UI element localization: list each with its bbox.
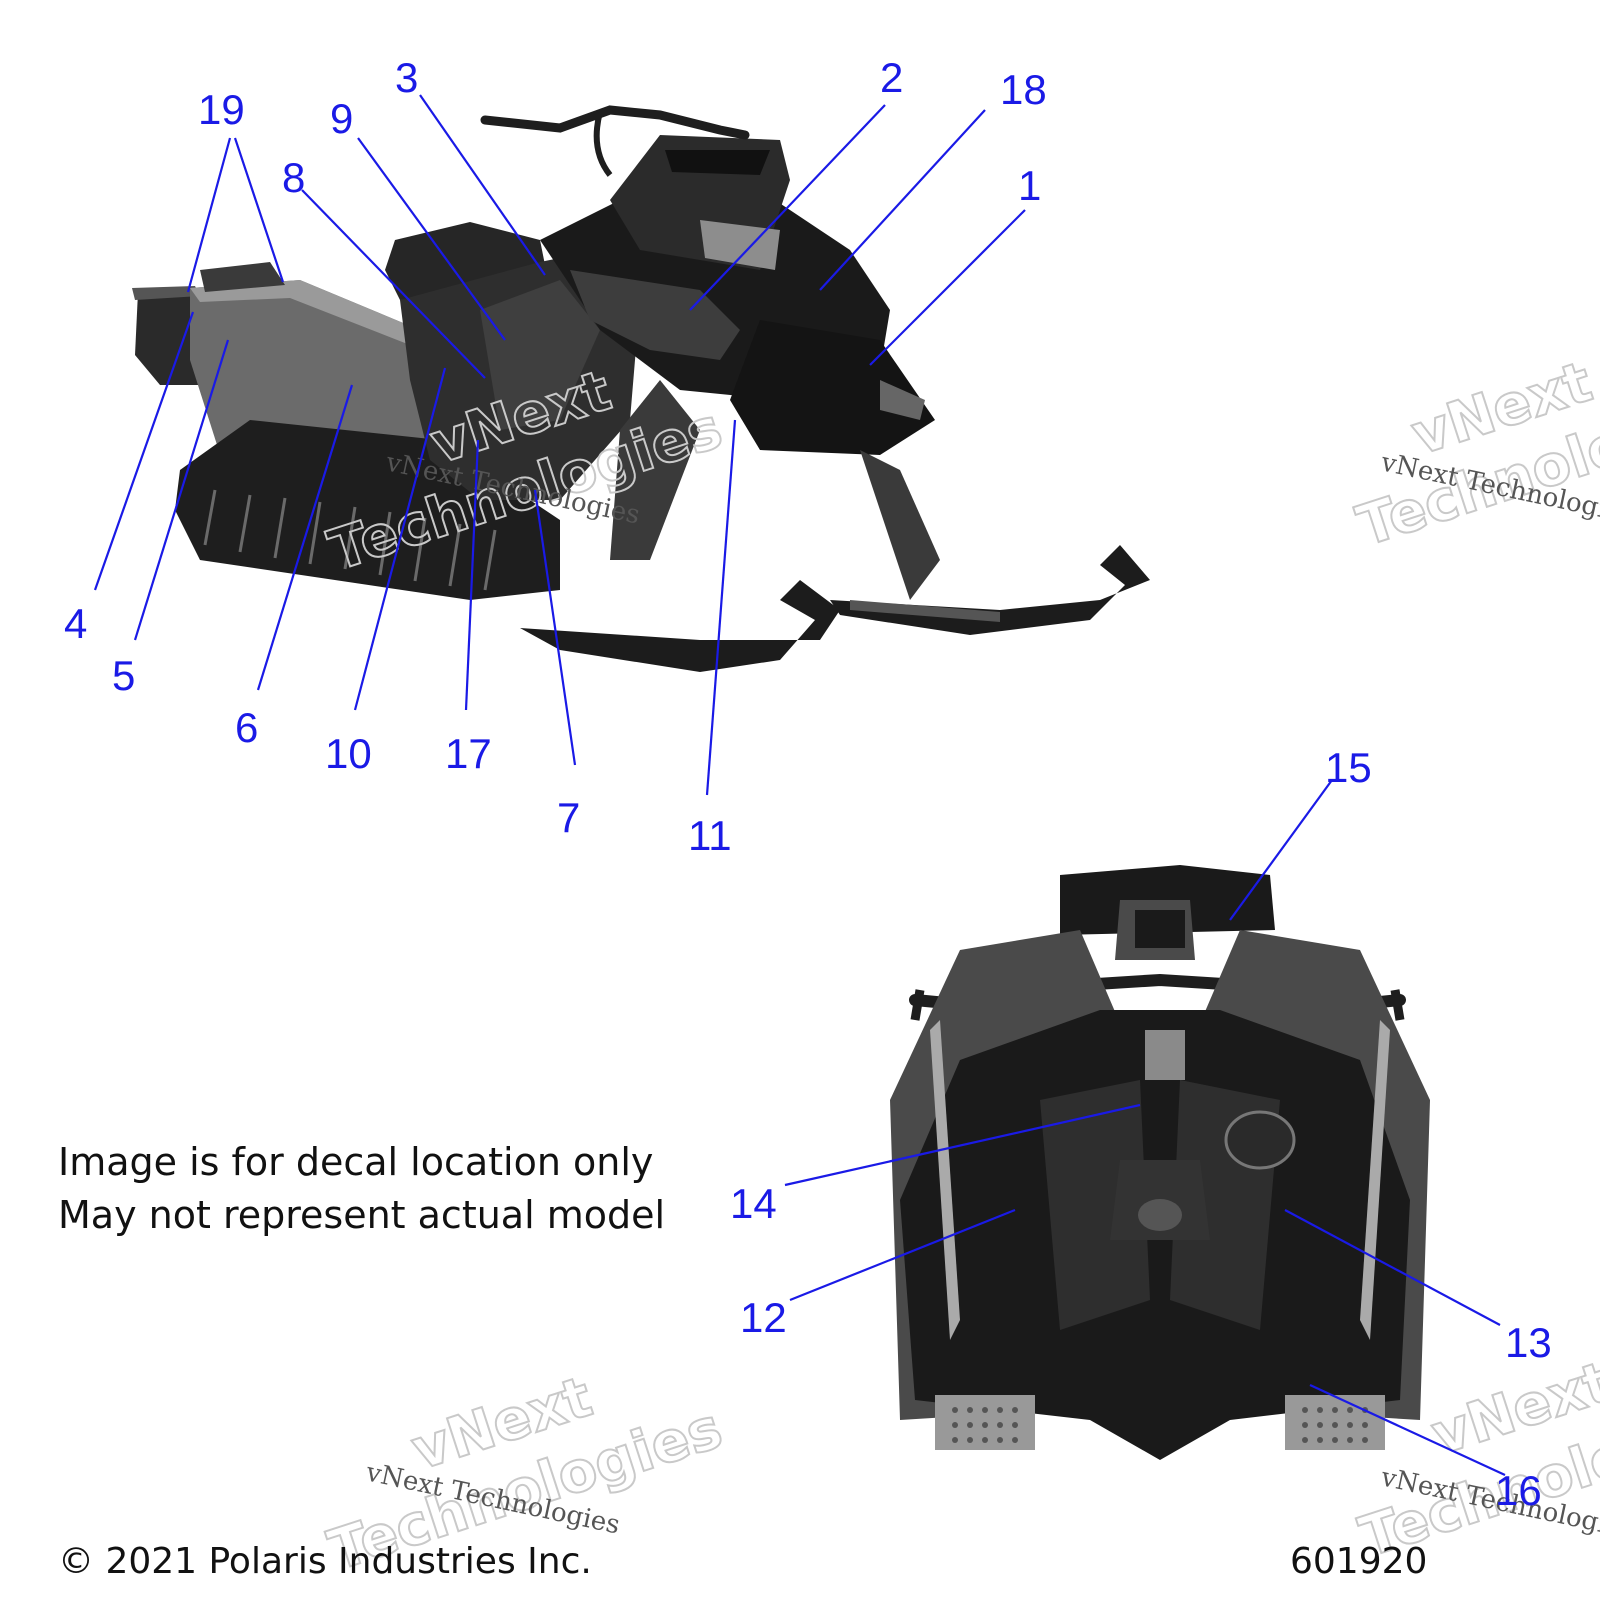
front-suspension [610, 380, 700, 560]
leader-lines [93, 94, 1506, 1476]
leader-line-5 [133, 339, 230, 641]
rear-rack-bag [200, 262, 285, 292]
right-ski [830, 545, 1150, 635]
callout-8: 8 [282, 154, 305, 201]
callout-labels: 1 2 3 4 5 6 7 8 9 10 11 12 13 14 15 16 1… [64, 54, 1552, 1514]
disclaimer-line-2: May not represent actual model [58, 1193, 666, 1237]
leader-line-19a [186, 137, 232, 293]
leader-line-17 [464, 439, 480, 711]
leader-line-18 [819, 109, 986, 291]
leader-line-10 [353, 367, 447, 711]
callout-13: 13 [1505, 1319, 1552, 1366]
callout-2: 2 [880, 54, 903, 101]
callout-5: 5 [112, 652, 135, 699]
callout-15: 15 [1325, 744, 1372, 791]
leader-line-14 [784, 1103, 1141, 1187]
left-ski [520, 580, 840, 672]
leader-line-16 [1309, 1384, 1506, 1476]
callout-19: 19 [198, 86, 245, 133]
leader-line-7 [533, 489, 577, 766]
front-nose [730, 320, 935, 455]
leader-line-1 [869, 209, 1026, 366]
callout-14: 14 [730, 1180, 777, 1227]
leader-line-3 [419, 94, 546, 276]
handlebar [480, 105, 750, 140]
disclaimer-line-1: Image is for decal location only [58, 1140, 654, 1184]
callout-7: 7 [557, 794, 580, 841]
callout-18: 18 [1000, 66, 1047, 113]
callout-10: 10 [325, 730, 372, 777]
fuel-cap [1224, 1110, 1296, 1170]
callout-6: 6 [235, 704, 258, 751]
leader-line-9 [357, 137, 506, 341]
leader-line-4 [93, 311, 195, 591]
leader-line-2 [689, 104, 886, 311]
leader-line-19b [233, 137, 285, 283]
leader-line-13 [1284, 1209, 1501, 1326]
leader-line-8 [301, 189, 486, 379]
copyright-text: © 2021 Polaris Industries Inc. [58, 1541, 592, 1582]
callout-11: 11 [688, 812, 732, 859]
callout-17: 17 [445, 730, 492, 777]
drawing-number: 601920 [1290, 1541, 1428, 1582]
snowmobile-side-view [132, 105, 1150, 672]
leader-line-6 [256, 384, 354, 691]
callout-12: 12 [740, 1294, 787, 1341]
snowmobile-front-view [890, 865, 1430, 1460]
leader-line-15 [1229, 779, 1333, 921]
callout-1: 1 [1018, 162, 1041, 209]
callout-3: 3 [395, 54, 418, 101]
leader-line-11 [705, 419, 737, 796]
callout-9: 9 [330, 95, 353, 142]
callout-4: 4 [64, 600, 87, 647]
callout-16: 16 [1495, 1467, 1542, 1514]
headlight [700, 220, 780, 270]
leader-line-12 [789, 1208, 1016, 1302]
